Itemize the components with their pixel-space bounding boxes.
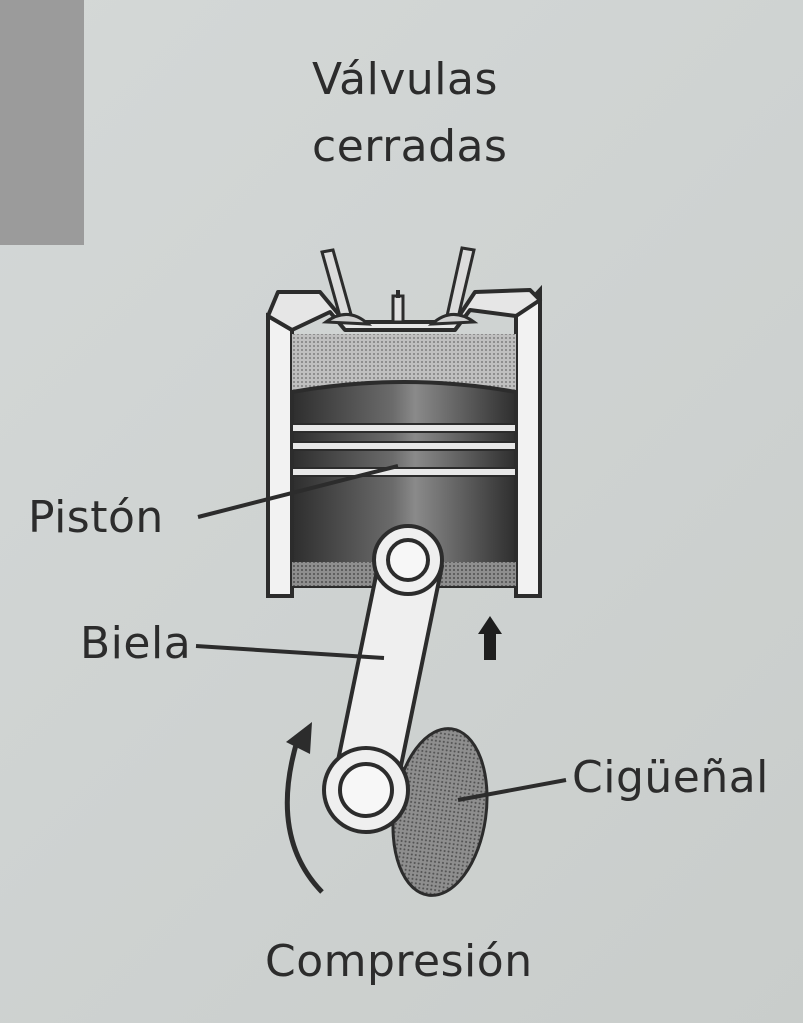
piston [290, 380, 518, 588]
cylinder [266, 284, 542, 598]
combustion-chamber [292, 334, 516, 392]
spark-plug-icon [391, 290, 405, 324]
label-connecting-rod: Biela [80, 618, 192, 669]
title-line-2: cerradas [312, 121, 508, 172]
label-stroke: Compresión [265, 936, 533, 987]
exhaust-valve [427, 246, 479, 326]
redacted-block [0, 0, 84, 245]
rod-leader-line [195, 644, 385, 660]
piston-leader-line [197, 464, 399, 519]
intake-valve [320, 248, 373, 326]
title-line-1: Válvulas [312, 54, 498, 105]
rotation-arrow-icon [284, 722, 324, 894]
connecting-rod [322, 524, 444, 834]
label-piston: Pistón [28, 492, 164, 543]
up-arrow-icon [478, 616, 502, 660]
crank-leader-line [457, 778, 567, 802]
label-crankshaft: Cigüeñal [572, 752, 769, 803]
